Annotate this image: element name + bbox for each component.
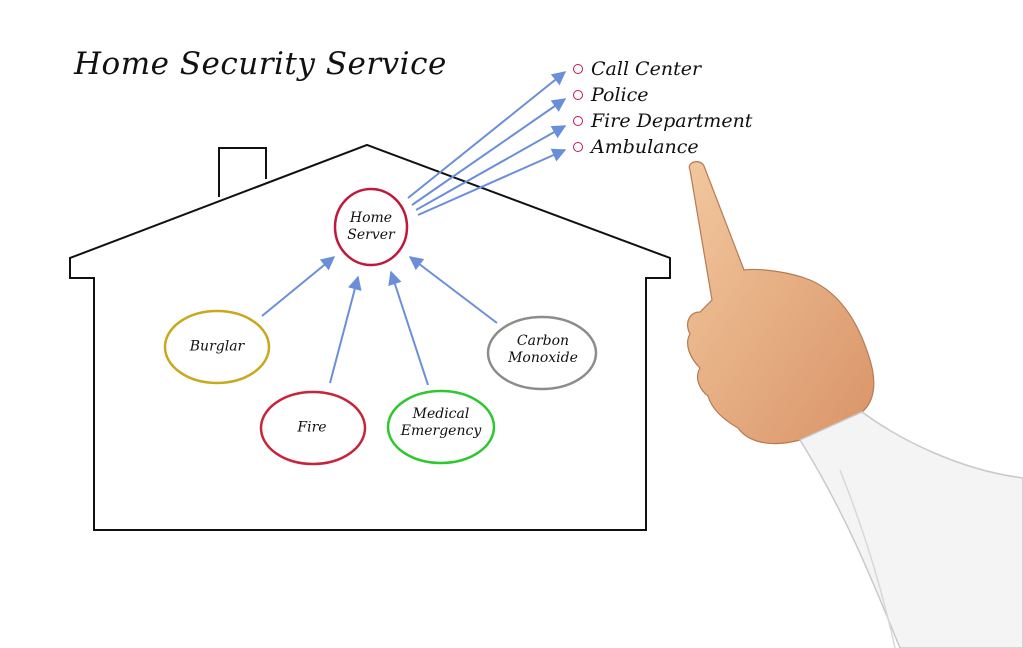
destination-item: Ambulance [573, 134, 752, 160]
arrow-medical-to-server [388, 270, 429, 386]
circle-bullet-icon [573, 116, 583, 126]
circle-bullet-icon [573, 64, 583, 74]
destination-list: Call Center Police Fire Department Ambul… [573, 56, 752, 160]
burglar-circle [163, 309, 271, 385]
destination-item: Fire Department [573, 108, 752, 134]
carbon-monoxide-circle [486, 315, 598, 391]
arrow-server-to-police [411, 98, 567, 206]
fire-label: Fire [297, 419, 327, 436]
destination-police: Police [591, 84, 649, 106]
destination-fire-department: Fire Department [591, 110, 753, 132]
home-server-circle [333, 187, 409, 267]
diagram-title: Home Security Service [74, 46, 447, 82]
circle-bullet-icon [573, 90, 583, 100]
circle-bullet-icon [573, 142, 583, 152]
arrow-server-to-ambulance [417, 148, 567, 216]
arrow-server-to-fire-department [415, 125, 567, 211]
medical-emergency-label: Medical Emergency [400, 406, 482, 439]
house-outline [69, 143, 671, 531]
destination-item: Police [573, 82, 752, 108]
medical-emergency-circle [386, 389, 496, 465]
arrow-server-to-call-center [407, 71, 567, 199]
arrow-burglar-to-server [261, 256, 336, 317]
carbon-monoxide-label: Carbon Monoxide [508, 333, 578, 366]
destination-item: Call Center [573, 56, 752, 82]
fire-circle [259, 390, 367, 466]
chimney [218, 147, 267, 197]
pointing-hand-icon [687, 161, 1023, 648]
destination-call-center: Call Center [591, 58, 702, 80]
destination-ambulance: Ambulance [591, 136, 699, 158]
arrow-carbon-to-server [408, 256, 498, 324]
home-server-label: Home Server [347, 210, 395, 243]
burglar-label: Burglar [189, 338, 245, 355]
arrow-fire-to-server [329, 275, 362, 384]
